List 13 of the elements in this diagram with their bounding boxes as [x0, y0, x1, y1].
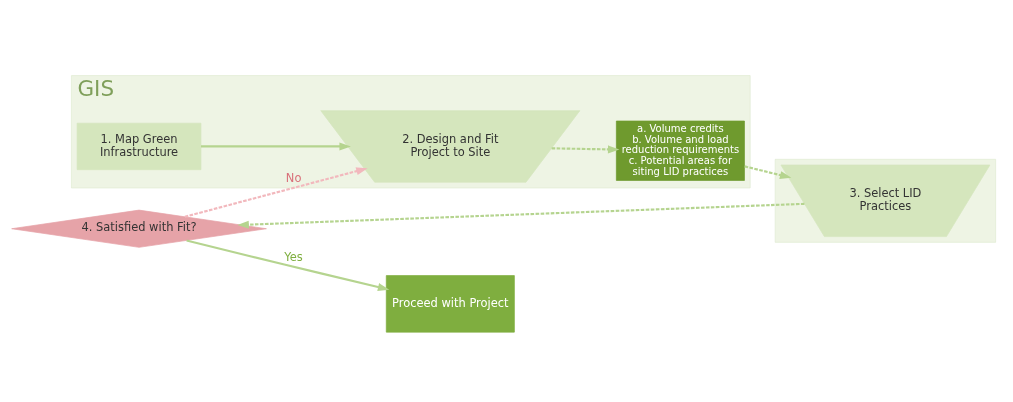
node-box: 1. Map Green Infrastructure [76, 122, 202, 171]
cluster [774, 158, 996, 243]
arrow [744, 165, 792, 180]
arrow [237, 202, 805, 229]
arrow [551, 145, 620, 154]
edge-label: Yes [284, 249, 303, 264]
edge-label: No [285, 171, 302, 186]
node-box: a. Volume credits b. Volume and load reduction requirements c. Potential areas for siting LID practices [616, 120, 745, 181]
arrow [186, 239, 390, 291]
node-diamond: 4. Satisfied with Fit? [11, 209, 267, 248]
arrow [184, 167, 368, 218]
node-box: Proceed with Project [385, 275, 515, 333]
arrow [200, 142, 351, 151]
